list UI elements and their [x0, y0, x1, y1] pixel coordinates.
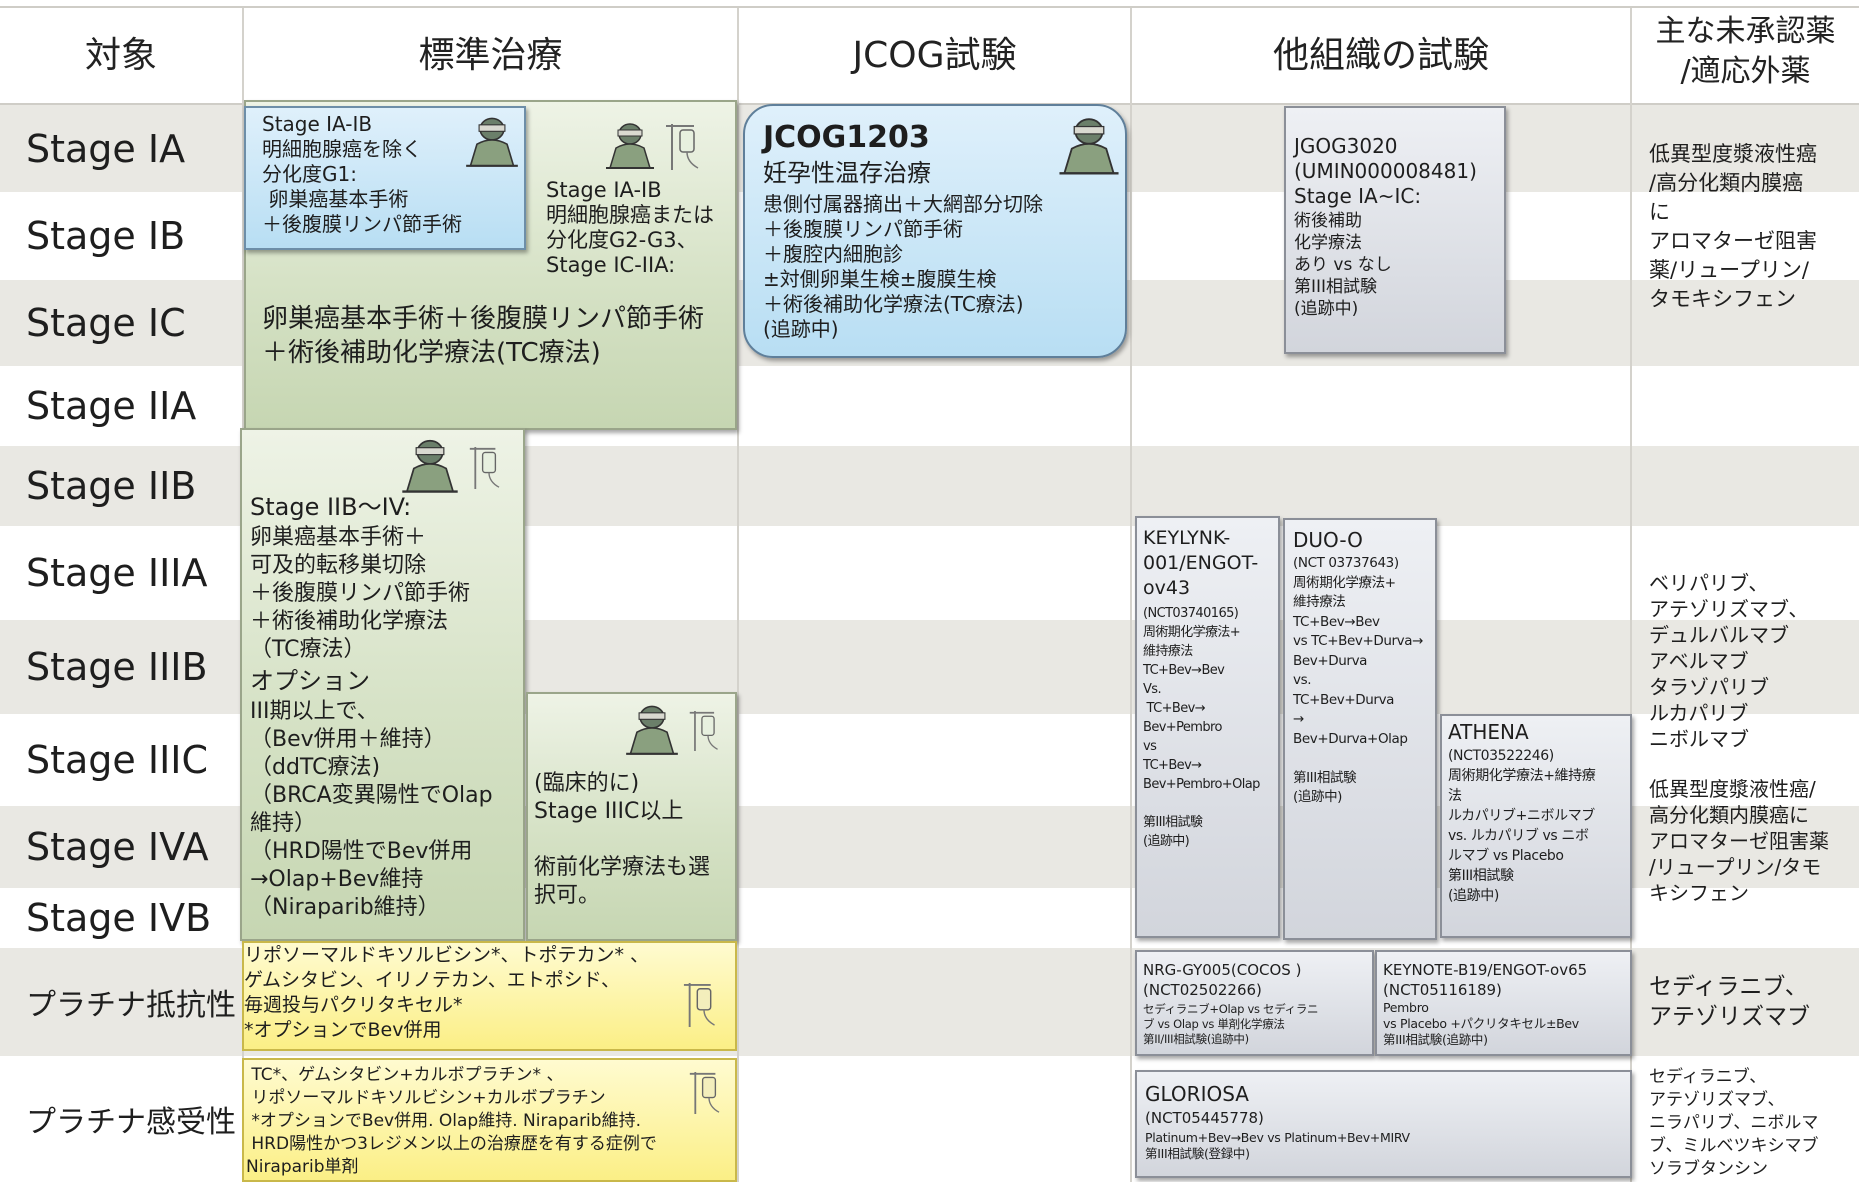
trial-box-gloriosa: GLORIOSA (NCT05445778) Platinum+Bev→Bev …	[1135, 1070, 1632, 1178]
column-divider-3	[1130, 8, 1132, 1182]
unapproved-platinum-sensitive: セディラニブ、 アテゾリズマブ、 ニラパリブ、ニボルマ ブ、ミルベツキシマブ ソ…	[1649, 1067, 1819, 1179]
row-label-stage-iva: Stage IVA	[26, 825, 209, 869]
trial-keynote-b19-body: Pembro vs Placebo +パクリタキセル±Bev 第III相試験(追…	[1383, 1000, 1579, 1047]
trial-athena-title: ATHENA	[1448, 720, 1529, 744]
column-divider-2	[737, 8, 739, 1182]
row-label-stage-iiic: Stage IIIC	[26, 738, 209, 782]
trial-jgog3020-head: JGOG3020 (UMIN000008481) Stage IA~IC:	[1294, 134, 1477, 208]
trial-jgog3020-body: 術後補助 化学療法 あり vs なし 第III相試験 (追跡中)	[1294, 211, 1392, 319]
trial-box-keynote-b19: KEYNOTE-B19/ENGOT-ov65 (NCT05116189) Pem…	[1375, 950, 1632, 1056]
unapproved-advanced-stage-agents: ベリパリブ、 アテゾリズマブ、 デュルバルマブ アベルマブ タラゾパリブ ルカパ…	[1649, 571, 1809, 751]
trial-keylynk-body: (NCT03740165) 周術期化学療法+ 維持療法 TC+Bev→Bev V…	[1143, 606, 1260, 849]
row-label-stage-ia: Stage IA	[26, 126, 186, 171]
standard-box-early-stage-body: 卵巣癌基本手術＋後腹膜リンパ節手術 ＋術後補助化学療法(TC療法)	[262, 304, 705, 368]
jcog1203-box: JCOG1203 妊孕性温存治療 患側付属器摘出＋大網部分切除 ＋後腹膜リンパ節…	[743, 104, 1127, 358]
standard-box-platinum-resistant: リポソーマルドキソルビシン*、トポテカン* 、 ゲムシタビン、イリノテカン、エト…	[242, 941, 737, 1051]
trial-box-keylynk: KEYLYNK- 001/ENGOT- ov43 (NCT03740165) 周…	[1135, 516, 1280, 938]
trial-duo-o-body: (NCT 03737643) 周術期化学療法+ 維持療法 TC+Bev→Bev …	[1293, 555, 1424, 805]
standard-box-advanced-stage: Stage IIB～IV: 卵巣癌基本手術＋ 可及的転移巣切除 ＋後腹膜リンパ節…	[240, 428, 525, 941]
trial-nrg-gy005-head: NRG-GY005(COCOS ) (NCT02502266)	[1143, 961, 1302, 999]
surgeon-icon	[1059, 118, 1119, 175]
row-label-stage-iiia: Stage IIIA	[26, 551, 208, 595]
unapproved-advanced-stage-hormonal: 低異型度漿液性癌/ 高分化類内膜癌に アロマターゼ阻害薬 /リュープリン/タモ …	[1649, 777, 1829, 905]
row-label-stage-iiib: Stage IIIB	[26, 645, 208, 689]
header-other-trials: 他組織の試験	[1272, 35, 1489, 76]
row-label-platinum-sensitive: プラチナ感受性	[26, 1105, 236, 1140]
trial-box-athena: ATHENA (NCT03522246) 周術期化学療法+維持療 法 ルカパリブ…	[1440, 714, 1632, 938]
trial-nrg-gy005-body: セディラニブ+Olap vs セディラニ ブ vs Olap vs 単剤化学療法…	[1143, 1002, 1319, 1046]
column-divider-4	[1630, 8, 1632, 1182]
trial-athena-body: (NCT03522246) 周術期化学療法+維持療 法 ルカパリブ+ニボルマブ …	[1448, 748, 1596, 904]
unapproved-platinum-resistant: セディラニブ、 アテゾリズマブ	[1649, 974, 1810, 1030]
jcog1203-body: 患側付属器摘出＋大網部分切除 ＋後腹膜リンパ節手術 ＋腹腔内細胞診 ±対側卵巣生…	[763, 192, 1043, 341]
unapproved-early-stage: 低異型度漿液性癌 /高分化類内膜癌 に アロマターゼ阻害 薬/リュープリン/ タ…	[1649, 142, 1817, 311]
trial-keynote-b19-head: KEYNOTE-B19/ENGOT-ov65 (NCT05116189)	[1383, 961, 1588, 999]
trial-keylynk-title: KEYLYNK- 001/ENGOT- ov43	[1143, 527, 1259, 599]
iv-drip-icon	[689, 1072, 720, 1114]
standard-box-advanced-stage-body: 卵巣癌基本手術＋ 可及的転移巣切除 ＋後腹膜リンパ節手術 ＋術後補助化学療法 （…	[250, 525, 471, 662]
trial-duo-o-title: DUO-O	[1293, 528, 1363, 552]
trial-box-jgog3020: JGOG3020 (UMIN000008481) Stage IA~IC: 術後…	[1284, 106, 1506, 354]
standard-box-stage-ia-ib-g1-text: Stage IA-IB 明細胞腺癌を除く 分化度G1: 卵巣癌基本手術 ＋後腹膜…	[262, 112, 462, 236]
jcog1203-subtitle: 妊孕性温存治療	[763, 159, 931, 187]
row-label-stage-iib: Stage IIB	[26, 464, 197, 508]
standard-box-stage-ia-ib-g1: Stage IA-IB 明細胞腺癌を除く 分化度G1: 卵巣癌基本手術 ＋後腹膜…	[244, 106, 526, 250]
trial-gloriosa-body: Platinum+Bev→Bev vs Platinum+Bev+MIRV 第I…	[1145, 1130, 1410, 1161]
header-unapproved-drugs: 主な未承認薬 /適応外薬	[1655, 14, 1836, 89]
row-label-platinum-resistant: プラチナ抵抗性	[26, 988, 236, 1023]
header-target: 対象	[84, 35, 157, 76]
row-label-stage-ib: Stage IB	[26, 214, 186, 258]
surgeon-icon	[466, 117, 518, 167]
iv-drip-icon	[683, 983, 715, 1027]
table-top-border	[0, 6, 1859, 8]
iv-drip-icon	[689, 711, 718, 751]
row-label-stage-iia: Stage IIA	[26, 384, 197, 428]
iv-drip-icon	[666, 124, 699, 170]
standard-box-advanced-stage-option-body: III期以上で、 （Bev併用＋維持） （ddTC療法) （BRCA変異陽性でO…	[250, 699, 493, 920]
standard-box-platinum-sensitive-text: TC*、ゲムシタビン+カルボプラチン* 、 リポソーマルドキソルビシン+カルボプ…	[246, 1065, 657, 1177]
jcog1203-title: JCOG1203	[763, 120, 930, 155]
header-jcog-trial: JCOG試験	[852, 35, 1017, 76]
trial-gloriosa-title: GLORIOSA	[1145, 1082, 1249, 1106]
standard-box-platinum-sensitive: TC*、ゲムシタビン+カルボプラチン* 、 リポソーマルドキソルビシン+カルボプ…	[242, 1058, 737, 1182]
row-label-stage-ic: Stage IC	[26, 301, 186, 345]
trial-box-nrg-gy005: NRG-GY005(COCOS ) (NCT02502266) セディラニブ+O…	[1135, 950, 1374, 1056]
standard-box-platinum-resistant-text: リポソーマルドキソルビシン*、トポテカン* 、 ゲムシタビン、イリノテカン、エト…	[244, 944, 650, 1041]
standard-box-neoadjuvant: (臨床的に) Stage IIIC以上 術前化学療法も選 択可。	[526, 692, 737, 941]
standard-box-advanced-stage-head: Stage IIB～IV:	[250, 493, 412, 521]
trial-gloriosa-sub: (NCT05445778)	[1145, 1109, 1264, 1127]
standard-box-neoadjuvant-text: (臨床的に) Stage IIIC以上 術前化学療法も選 択可。	[534, 771, 711, 908]
surgeon-icon	[626, 705, 678, 755]
standard-box-advanced-stage-option: オプション	[250, 667, 370, 695]
iv-drip-icon	[469, 447, 500, 489]
standard-box-early-stage-head: Stage IA-IB 明細胞腺癌または 分化度G2-G3、 Stage IC-…	[546, 178, 714, 277]
header-standard-treatment: 標準治療	[418, 35, 563, 76]
surgeon-icon	[606, 123, 654, 169]
surgeon-icon	[402, 439, 458, 493]
trial-box-duo-o: DUO-O (NCT 03737643) 周術期化学療法+ 維持療法 TC+Be…	[1283, 518, 1437, 940]
row-label-stage-ivb: Stage IVB	[26, 896, 212, 940]
